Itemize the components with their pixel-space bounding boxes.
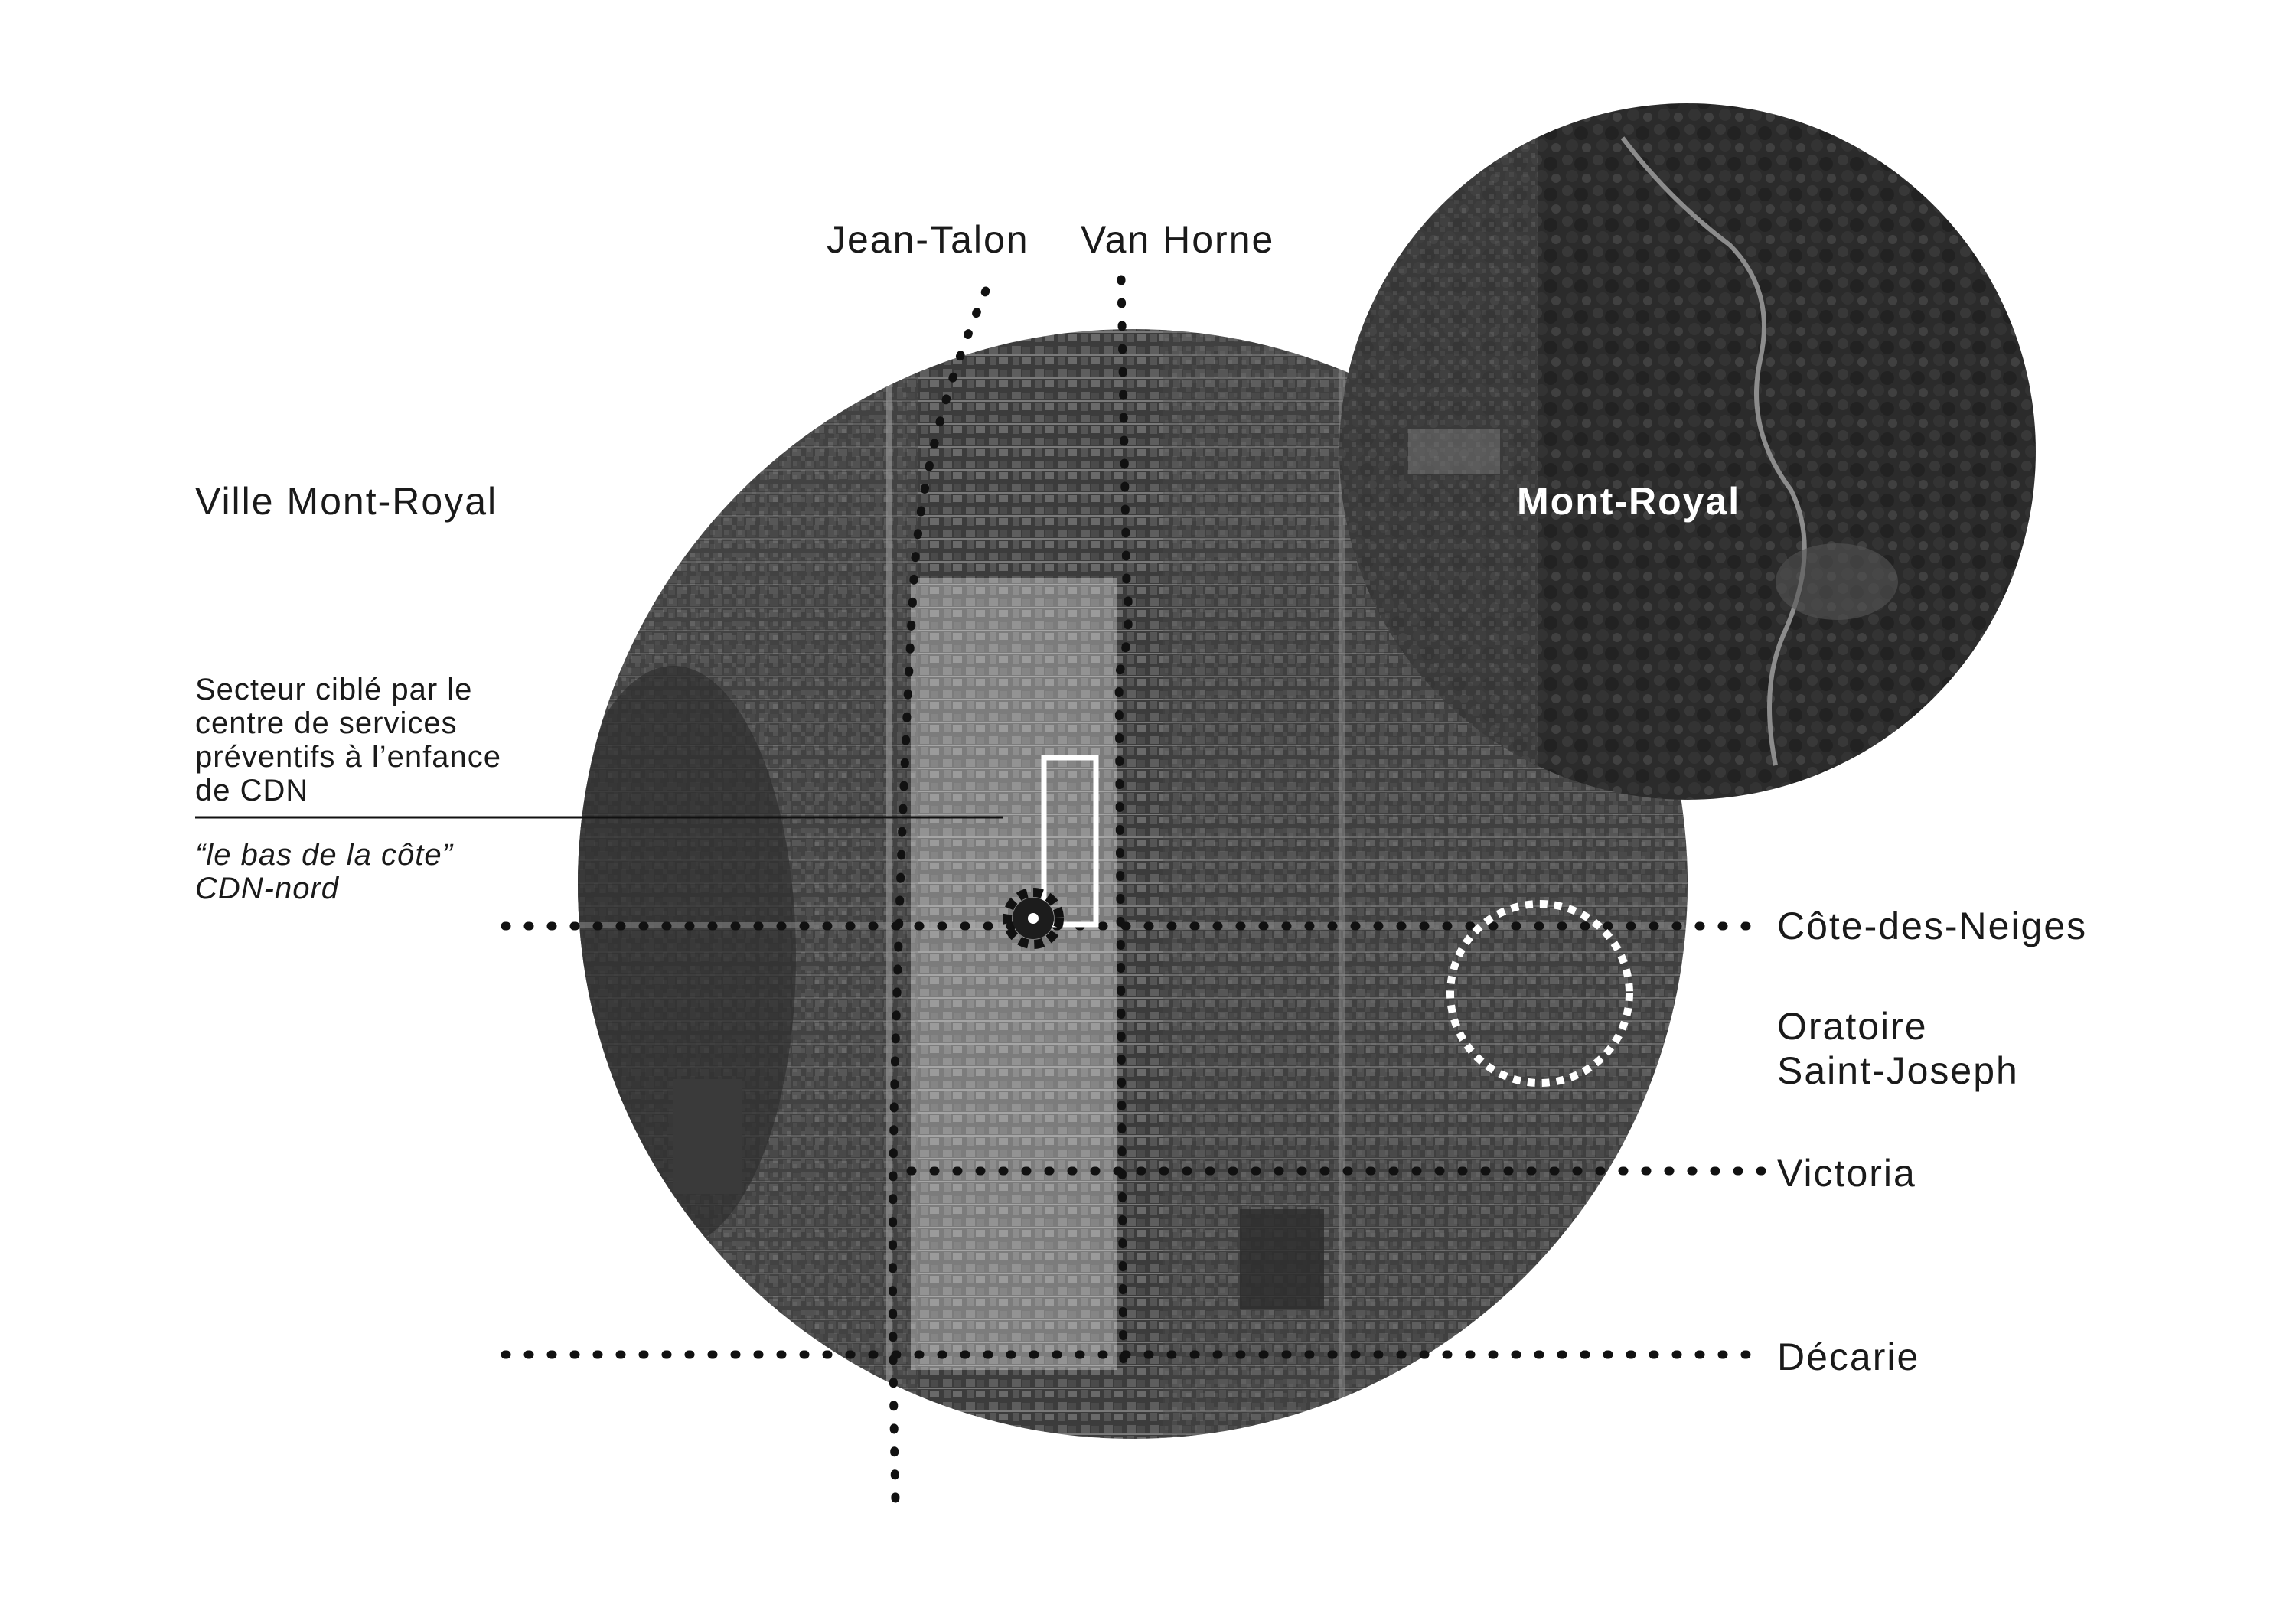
label-cote-des-neiges: Côte-des-Neiges	[1777, 905, 2087, 947]
label-victoria: Victoria	[1777, 1152, 1916, 1195]
street-line-van-horne	[1114, 275, 1133, 1382]
annotation-line4: de CDN	[195, 774, 308, 807]
label-oratoire-line1: Oratoire	[1777, 1005, 1928, 1048]
annotation-line2: centre de services	[195, 706, 458, 740]
street-line-jean-talon	[888, 286, 990, 1505]
oratoire-circle-marker	[1446, 900, 1633, 1087]
target-circle-marker	[1003, 888, 1064, 949]
highlighted-sector	[911, 578, 1117, 1370]
label-van-horne: Van Horne	[1081, 218, 1274, 261]
annotation-quote-line1: “le bas de la côte”	[195, 838, 454, 872]
label-ville-mont-royal: Ville Mont-Royal	[195, 480, 497, 523]
target-sector-rectangle	[1041, 755, 1099, 928]
annotation-line3: préventifs à l’enfance	[195, 740, 501, 774]
label-mont-royal: Mont-Royal	[1517, 480, 1740, 523]
label-jean-talon: Jean-Talon	[827, 218, 1029, 261]
annotation-quote-line2: CDN-nord	[195, 872, 340, 905]
label-decarie: Décarie	[1777, 1335, 1919, 1378]
label-oratoire-line2: Saint-Joseph	[1777, 1049, 2019, 1092]
annotation-line1: Secteur ciblé par le	[195, 673, 472, 706]
street-lines	[501, 275, 1769, 1505]
